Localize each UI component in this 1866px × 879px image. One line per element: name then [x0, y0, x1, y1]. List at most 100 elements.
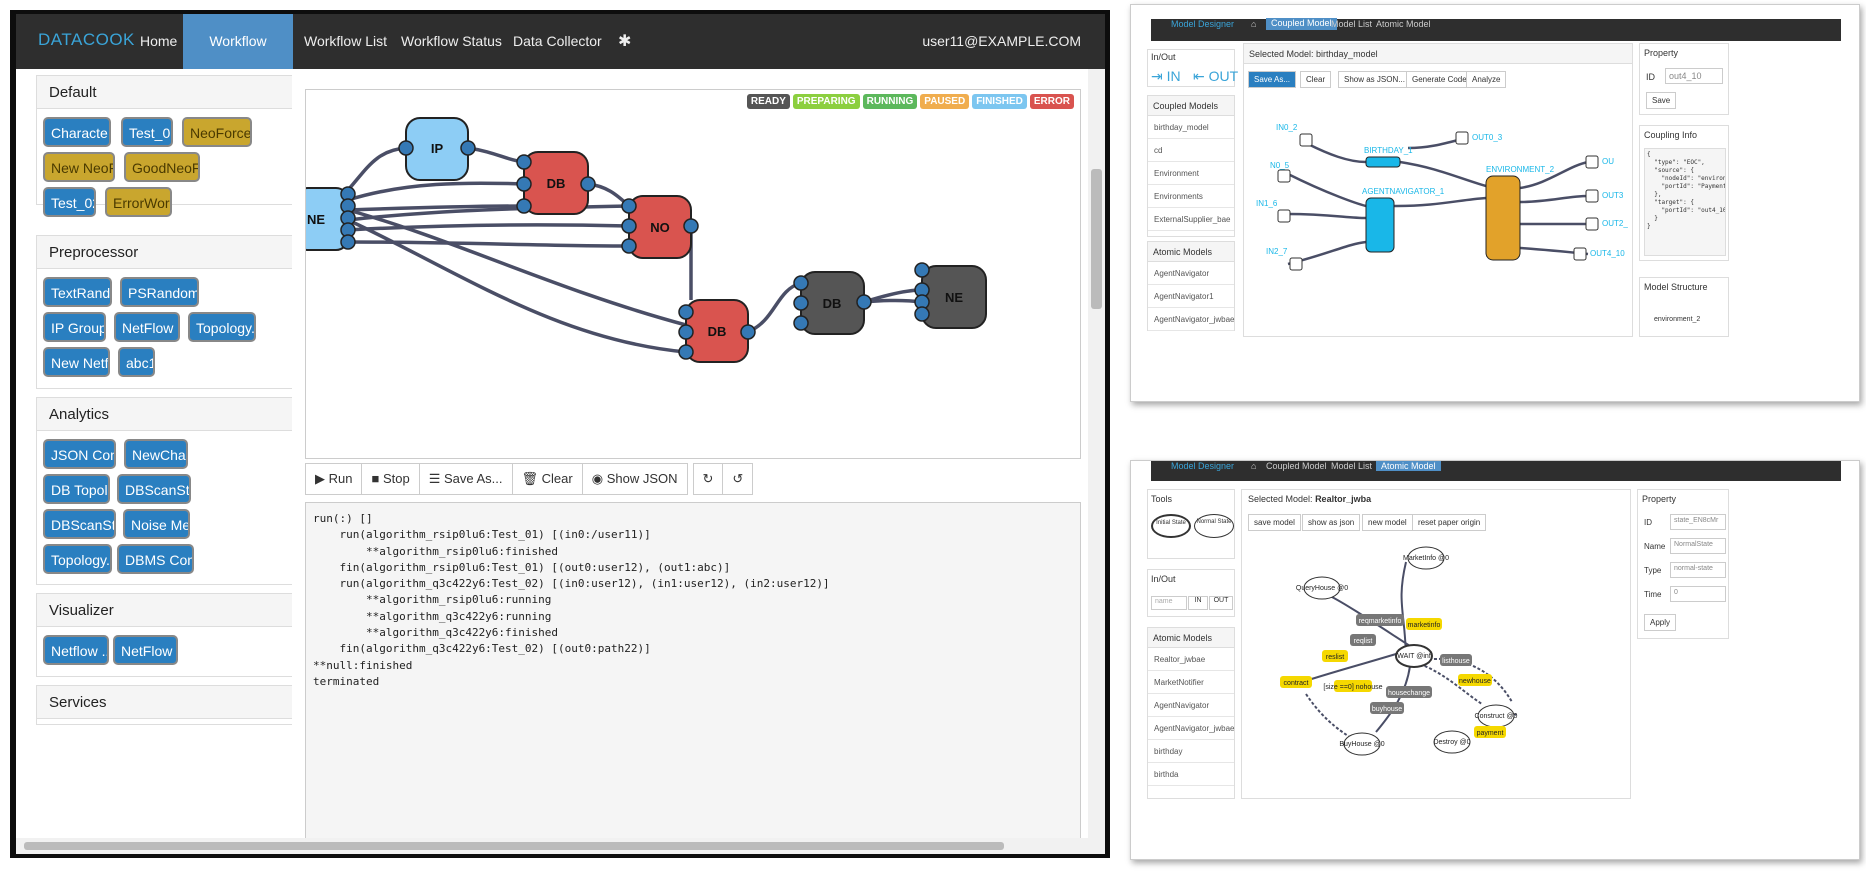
nav-model-designer[interactable]: Model Designer [1171, 461, 1235, 471]
algorithm-chip[interactable]: NetFlow ... [114, 312, 180, 342]
algorithm-chip[interactable]: Characte... [43, 117, 111, 147]
list-item[interactable]: birthday_model [1148, 116, 1234, 139]
nav-coupled-model[interactable]: Coupled Model [1266, 18, 1337, 30]
analyze-button[interactable]: Analyze [1466, 71, 1507, 88]
state-node[interactable] [1395, 644, 1433, 668]
reset-paper-origin-button[interactable]: reset paper origin [1412, 514, 1487, 531]
algorithm-chip[interactable]: DBScanSt... [43, 509, 116, 539]
algorithm-chip[interactable]: NeoForce... [182, 117, 252, 147]
nav-data-collector[interactable]: Data Collector [513, 33, 602, 49]
algorithm-chip[interactable]: abc1 [118, 347, 155, 377]
generate-code-button[interactable]: Generate Code [1406, 71, 1473, 88]
algorithm-chip[interactable]: Topology... [188, 312, 256, 342]
redo-icon[interactable]: ↻ [692, 463, 724, 495]
list-item[interactable]: AgentNavigator [1148, 262, 1234, 285]
nav-model-designer[interactable]: Model Designer [1171, 19, 1235, 29]
algorithm-chip[interactable]: DB Topol... [43, 474, 110, 504]
list-item[interactable]: AgentNavigator_jwbae [1148, 717, 1235, 740]
nav-atomic-model[interactable]: Atomic Model [1376, 461, 1441, 471]
add-out-button[interactable]: OUT [1209, 596, 1233, 610]
initial-state-tool[interactable]: Initial State [1151, 514, 1191, 538]
algorithm-chip[interactable]: DBMS Con... [117, 544, 194, 574]
id-field[interactable]: out4_10 [1665, 68, 1723, 84]
algorithm-chip[interactable]: Topology... [43, 544, 112, 574]
show-json-button[interactable]: ◉ Show JSON [581, 463, 688, 495]
algorithm-chip[interactable]: IP Group... [43, 312, 106, 342]
time-field[interactable]: 0 [1670, 586, 1726, 602]
list-item[interactable]: Realtor_jwbae [1148, 648, 1234, 671]
state-node[interactable] [1433, 730, 1471, 754]
type-field[interactable]: normal-state [1670, 562, 1726, 578]
scrollbar-thumb[interactable] [1091, 169, 1102, 309]
run-button[interactable]: ▶ Run [305, 463, 363, 495]
algorithm-chip[interactable]: GoodNeoF... [124, 152, 200, 182]
out-port-button[interactable]: ⇤ OUT [1193, 68, 1239, 84]
list-item[interactable]: birthday [1148, 740, 1234, 763]
nav-workflow-status[interactable]: Workflow Status [401, 33, 502, 49]
show-json-button[interactable]: Show as JSON... [1338, 71, 1411, 88]
algorithm-chip[interactable]: Netflow ... [43, 635, 109, 665]
in-port-button[interactable]: ⇥ IN [1151, 68, 1181, 84]
section-title[interactable]: Analytics [37, 398, 292, 431]
brand-logo[interactable]: DATACOOK [38, 30, 135, 49]
section-title[interactable]: Preprocessor [37, 236, 292, 269]
model-block[interactable] [1365, 197, 1395, 253]
show-as-json-button[interactable]: show as json [1302, 514, 1361, 531]
coupled-diagram[interactable]: IN0_2 OUT0_3 BIRTHDAY_1 ENVIRONMENT_2 N0… [1248, 94, 1630, 334]
undo-icon[interactable]: ↺ [722, 463, 754, 495]
name-field[interactable]: NormalState [1670, 538, 1726, 554]
save-as-button[interactable]: Save As... [1248, 71, 1297, 88]
list-item[interactable]: AgentNavigator1 [1148, 285, 1234, 308]
algorithm-chip[interactable]: Test_02 [43, 187, 96, 217]
scrollbar-thumb[interactable] [24, 842, 1004, 850]
state-node[interactable] [1407, 546, 1445, 570]
list-item[interactable]: AgentNavigator_jwbae [1148, 308, 1235, 331]
nav-model-list[interactable]: Model List [1331, 461, 1373, 471]
algorithm-chip[interactable]: TextRand... [43, 277, 112, 307]
algorithm-chip[interactable]: New NeoF... [43, 152, 115, 182]
algorithm-chip[interactable]: JSON Con... [43, 439, 116, 469]
state-node[interactable] [1303, 576, 1341, 600]
normal-state-tool[interactable]: Normal State [1194, 514, 1234, 538]
algorithm-chip[interactable]: ErrorWor... [105, 187, 172, 217]
nav-home[interactable]: Home [140, 33, 178, 49]
list-item[interactable]: AgentNavigator [1148, 694, 1234, 717]
state-diagram[interactable]: MarketInfo @0 QueryHouse @0 WAIT @inf Bu… [1246, 534, 1626, 796]
port-name-input[interactable]: name [1151, 596, 1187, 610]
list-item[interactable]: Environments [1148, 185, 1234, 208]
new-model-button[interactable]: new model [1362, 514, 1413, 531]
horizontal-scrollbar[interactable] [16, 838, 1105, 854]
list-item[interactable]: ExternalSupplier_bae [1148, 208, 1234, 231]
clear-button[interactable]: 🗑 Clear [511, 463, 583, 495]
apply-button[interactable]: Apply [1644, 614, 1677, 631]
algorithm-chip[interactable]: DBScanSt... [117, 474, 191, 504]
list-item[interactable]: birthda [1148, 763, 1234, 786]
model-block[interactable] [1485, 175, 1521, 261]
save-model-button[interactable]: save model [1248, 514, 1301, 531]
list-item[interactable]: Environment [1148, 162, 1234, 185]
nav-model-list[interactable]: Model List [1331, 19, 1373, 29]
vertical-scrollbar[interactable] [1088, 69, 1105, 839]
nav-atomic-model[interactable]: Atomic Model [1376, 19, 1431, 29]
save-as-button[interactable]: ☰ Save As... [418, 463, 513, 495]
save-button[interactable]: Save [1646, 92, 1677, 109]
algorithm-chip[interactable]: New Netf... [43, 347, 110, 377]
nav-workflow-list[interactable]: Workflow List [304, 33, 387, 49]
home-icon[interactable]: ⌂ [1251, 19, 1257, 29]
algorithm-chip[interactable]: Noise Me... [123, 509, 190, 539]
user-email[interactable]: user11@EXAMPLE.COM [922, 33, 1081, 49]
algorithm-chip[interactable]: Test_01 [121, 117, 173, 147]
state-node[interactable] [1343, 732, 1381, 756]
section-title[interactable]: Services [37, 686, 292, 719]
algorithm-chip[interactable]: NetFlow ... [113, 635, 178, 665]
list-item[interactable]: MarketNotifier [1148, 671, 1234, 694]
list-item[interactable]: cd [1148, 139, 1234, 162]
clear-button[interactable]: Clear [1300, 71, 1332, 88]
id-field[interactable]: state_EN8cMr [1670, 514, 1726, 530]
model-block[interactable] [1365, 156, 1401, 168]
nav-workflow-editor[interactable]: Workflow Editor [183, 14, 293, 104]
nav-coupled-model[interactable]: Coupled Model [1266, 461, 1327, 471]
section-title[interactable]: Default [37, 76, 292, 109]
home-icon[interactable]: ⌂ [1251, 461, 1257, 471]
asterisk-icon[interactable]: ✱ [618, 33, 632, 50]
